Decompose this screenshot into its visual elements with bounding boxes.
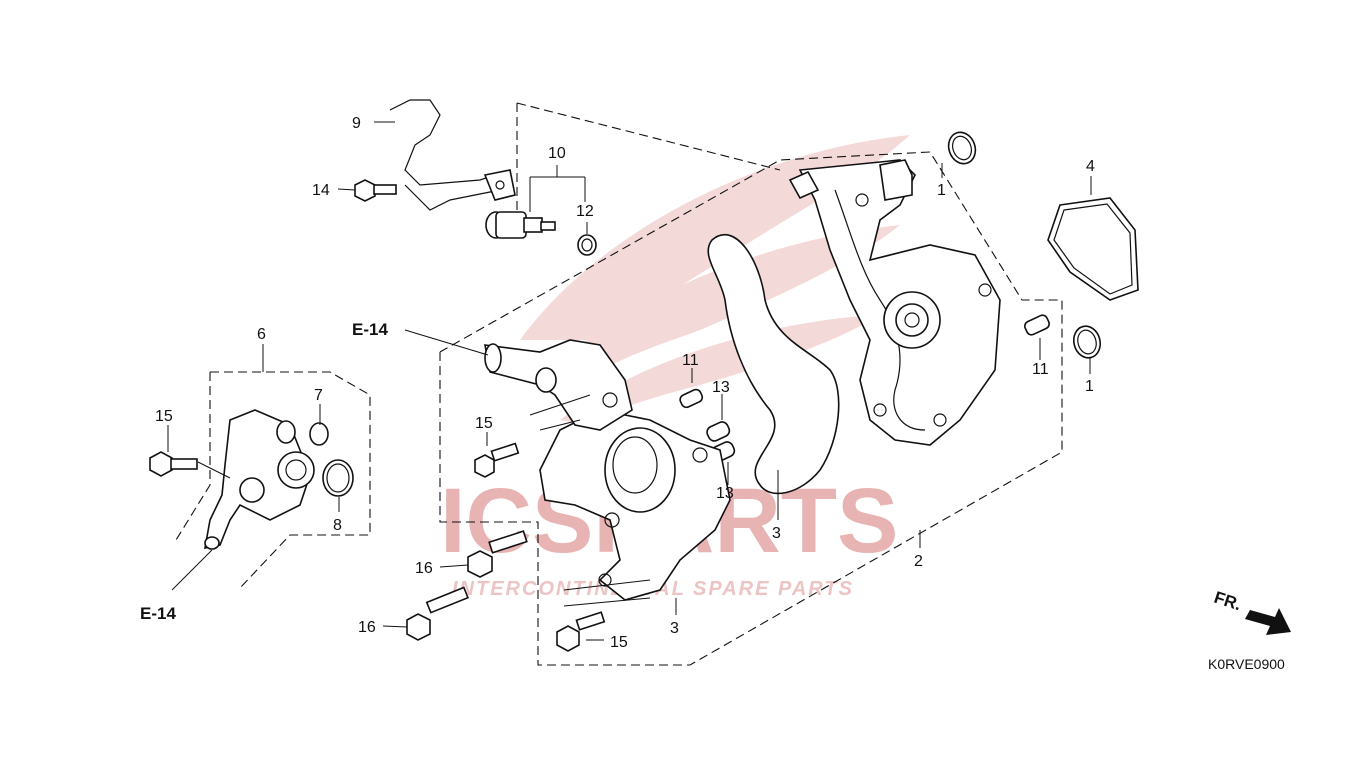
callout-8: 8 <box>333 517 342 534</box>
callout-6: 6 <box>257 326 266 343</box>
part-o-ring-12 <box>577 234 597 256</box>
group-outlines <box>175 102 1063 666</box>
callout-11-right: 11 <box>1032 361 1049 378</box>
group-outline-left-b <box>210 371 371 589</box>
group-outline-main <box>439 151 1063 666</box>
part-temp-sensor-10 <box>485 211 556 239</box>
callout-10: 10 <box>548 145 566 162</box>
callout-11-mid: 11 <box>682 352 699 369</box>
callout-3: 3 <box>670 620 679 637</box>
part-gasket-5 <box>1047 197 1139 301</box>
callout-4: 3 <box>772 525 781 542</box>
callout-15-center: 15 <box>475 415 493 432</box>
callout-labels: 9 14 10 12 1 4 11 1 11 13 13 3 2 3 15 16… <box>140 115 1285 672</box>
callout-12: 12 <box>576 203 594 220</box>
part-water-pump-cover-3 <box>539 409 731 601</box>
callout-7: 7 <box>314 387 323 404</box>
callout-5: 4 <box>1086 158 1095 175</box>
part-o-ring-4 <box>707 233 840 495</box>
part-bolt-16-upper <box>467 530 528 578</box>
callout-13-upper: 13 <box>712 379 730 396</box>
leader-lines <box>167 121 1092 641</box>
callout-2: 2 <box>914 553 923 570</box>
callout-15-bottom: 15 <box>610 634 628 651</box>
part-bolt-15-center <box>474 442 520 478</box>
part-thermostat-housing-6 <box>204 409 315 550</box>
group-outline-top <box>516 102 781 171</box>
part-collar-13-upper <box>706 421 731 442</box>
part-o-ring-1-lower <box>1072 325 1102 359</box>
part-o-ring-8 <box>322 459 354 497</box>
part-inlet-pipe <box>484 339 633 431</box>
part-dowel-11-right <box>1024 314 1050 336</box>
part-o-ring-7 <box>309 422 329 446</box>
callout-15-left: 15 <box>155 408 173 425</box>
callout-13-lower: 13 <box>716 485 734 502</box>
callout-9: 9 <box>352 115 361 132</box>
diagram-code: K0RVE0900 <box>1208 656 1285 672</box>
callout-16-upper: 16 <box>415 560 433 577</box>
callout-14: 14 <box>312 182 330 199</box>
direction-label: FR. <box>1212 588 1244 615</box>
part-bolt-15-bottom <box>556 611 606 652</box>
direction-arrow-icon <box>1245 608 1291 635</box>
callout-1-lower: 1 <box>1085 378 1094 395</box>
part-bolt-16-lower <box>406 586 470 641</box>
ref-label-e14-upper: E-14 <box>352 320 388 339</box>
part-bolt-15-left <box>149 451 198 477</box>
part-water-pump-body-2 <box>788 159 1001 446</box>
ref-label-e14-lower: E-14 <box>140 604 176 623</box>
part-bolt-14 <box>354 179 397 202</box>
callout-1-upper: 1 <box>937 182 946 199</box>
part-o-ring-1-upper <box>947 131 977 165</box>
callout-16-lower: 16 <box>358 619 376 636</box>
part-sensor-bracket-9 <box>389 99 516 211</box>
part-dowel-11-mid <box>679 388 704 409</box>
group-outline-left-a <box>175 372 211 541</box>
